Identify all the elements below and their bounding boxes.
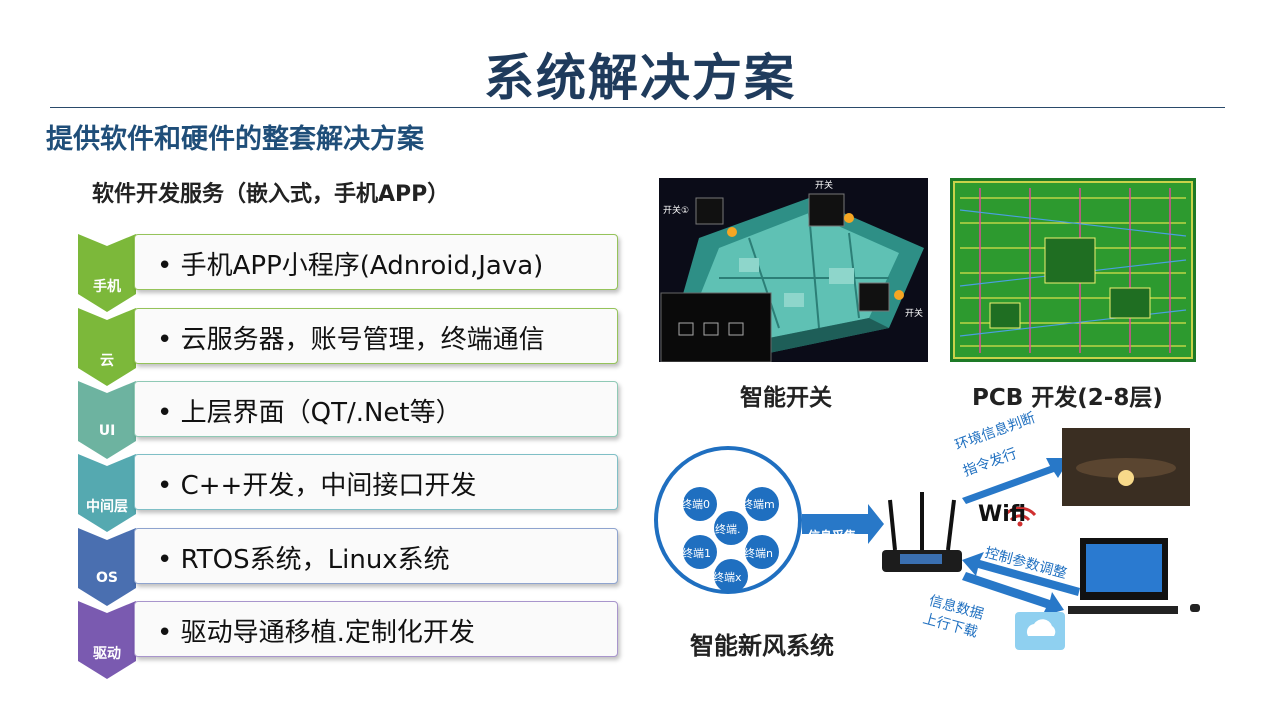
pcb-image [950,178,1196,362]
smart-switch-image: 开关 开关① 开关 [659,178,928,362]
layer-label: 手机 [93,279,121,295]
layer-description: • RTOS系统，Linux系统 [157,545,450,575]
pcb-layout-illustration [953,181,1193,359]
terminal-node: 终端1 [682,547,711,560]
layer-description: • C++开发，中间接口开发 [157,471,477,501]
slide-title: 系统解决方案 [484,49,796,107]
layer-chevron [78,601,136,679]
layer-box: • C++开发，中间接口开发 [134,454,618,510]
switch-label: 开关 [905,309,924,319]
stack-row-driver: 驱动 • 驱动导通移植.定制化开发 [78,601,618,679]
pcb-caption: PCB 开发(2-8层) [972,385,1163,411]
terminal-title: 终端 [706,471,742,492]
layer-description: • 手机APP小程序(Adnroid,Java) [157,251,544,281]
layer-box: • 上层界面（QT/.Net等） [134,381,618,437]
house-floorplan-illustration [660,193,924,362]
layer-chevron [78,381,136,459]
switch-label: 开关① [663,206,690,216]
terminal-node: 终端0 [681,498,710,511]
layer-box: • 驱动导通移植.定制化开发 [134,601,618,657]
fresh-air-diagram [654,428,1200,650]
layer-box: • 云服务器，账号管理，终端通信 [134,308,618,364]
terminal-node: 终端x [713,571,742,584]
layer-label: 云 [100,353,114,369]
collect-label: 信息采集 [808,529,857,543]
stack-row-ui: UI • 上层界面（QT/.Net等） [78,381,618,459]
layer-description: • 云服务器，账号管理，终端通信 [157,325,545,355]
layer-chevron [78,308,136,386]
stack-row-os: OS • RTOS系统，Linux系统 [78,528,618,606]
layer-box: • RTOS系统，Linux系统 [134,528,618,584]
stack-row-middleware: 中间层 • C++开发，中间接口开发 [78,454,618,532]
layer-chevron [78,234,136,312]
layer-label: UI [98,423,116,439]
slide-subtitle: 提供软件和硬件的整套解决方案 [46,124,424,155]
fresh-air-caption: 智能新风系统 [690,632,834,660]
stack-row-cloud: 云 • 云服务器，账号管理，终端通信 [78,308,618,386]
layer-chevron [78,454,136,532]
layer-description: • 驱动导通移植.定制化开发 [157,618,475,648]
software-heading: 软件开发服务（嵌入式，手机APP） [92,182,450,207]
wifi-label: Wifi [978,502,1027,527]
layer-label: OS [96,570,118,586]
terminal-node: 终端. [715,523,741,536]
layer-box: • 手机APP小程序(Adnroid,Java) [134,234,618,290]
smart-switch-caption: 智能开关 [740,385,832,411]
switch-label: 开关 [815,181,834,191]
layer-chevron [78,528,136,606]
title-divider [50,107,1225,108]
stack-row-mobile: 手机 • 手机APP小程序(Adnroid,Java) [78,234,618,312]
terminal-node: 终端m [742,498,775,511]
layer-label: 中间层 [86,499,128,515]
layer-label: 驱动 [93,646,121,662]
layer-description: • 上层界面（QT/.Net等） [157,398,462,428]
terminal-node: 终端n [744,547,773,560]
